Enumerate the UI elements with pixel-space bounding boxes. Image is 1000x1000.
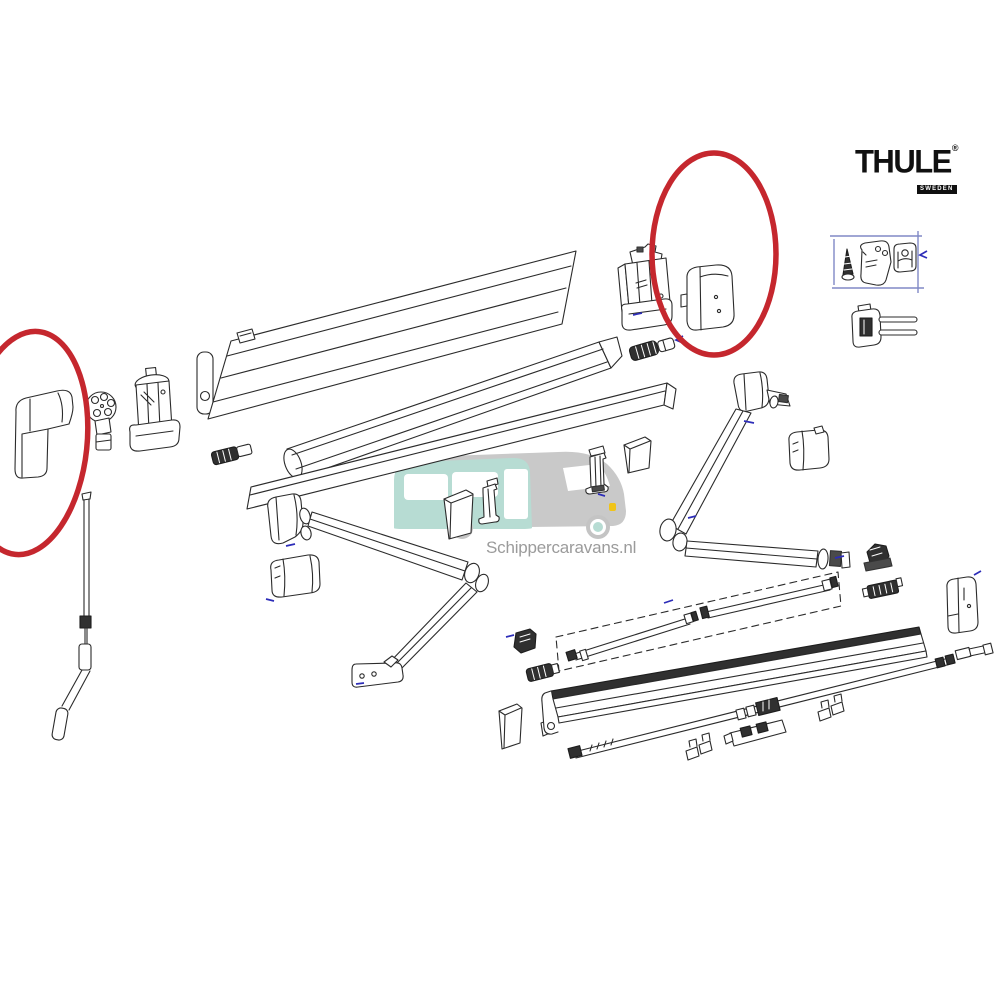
highlight-left-end-cap (0, 328, 91, 558)
spline-adapter-right (628, 337, 676, 361)
crank-handle (51, 491, 92, 741)
crank-knob (85, 391, 117, 451)
left-spring-arm (267, 493, 489, 688)
caravan-indicator (609, 503, 616, 511)
support-rod (567, 642, 994, 759)
caravan-door (504, 469, 528, 519)
ribbed-roller-part (525, 663, 560, 682)
roller-tube (283, 336, 623, 479)
arm-cover-cap-right (788, 425, 830, 471)
right-rail-end-cap (946, 576, 979, 634)
rail-clamp-pair-1 (685, 732, 713, 761)
bracket-icon (893, 242, 917, 273)
black-rail-clamp (513, 628, 537, 654)
gearbox-left (129, 366, 181, 452)
highlight-ellipses (0, 150, 779, 558)
wall-clip-2 (585, 445, 609, 495)
rafter-clamp-plate (723, 719, 787, 747)
spline-adapter-left (210, 443, 253, 466)
dashed-selection-box (555, 571, 842, 672)
watermark-text: Schippercaravans.nl (486, 538, 636, 557)
cone-fastener-icon (841, 248, 855, 281)
fork-pin-bracket (851, 303, 918, 348)
wall-clip-1 (478, 477, 500, 525)
callout-box (830, 231, 924, 293)
left-end-cap (14, 389, 74, 479)
fabric-lead-flap (246, 382, 677, 510)
thule-logo: THULE ® SWEDEN (855, 143, 975, 195)
tension-rafter-rod-1 (565, 610, 699, 662)
arm-cover-cap-left (270, 554, 321, 598)
cassette-case-profile (196, 250, 577, 420)
highlight-right-end-cap (649, 150, 779, 358)
right-spring-arm (659, 371, 851, 570)
mounting-plate-sheet-1 (443, 489, 474, 540)
caravan-window-1 (404, 474, 448, 500)
thule-logo-text: THULE (855, 143, 952, 180)
mounting-plate-icon (860, 240, 892, 286)
rail-clamp-pair-2 (817, 693, 845, 722)
lead-rail (541, 626, 928, 735)
rail-slider (861, 577, 904, 599)
right-end-cap (680, 264, 735, 331)
mounting-plate-sheet-3 (498, 703, 523, 750)
registered-trademark-symbol: ® (951, 143, 959, 153)
black-bracket (863, 543, 893, 572)
thule-country-tag: SWEDEN (917, 184, 957, 194)
mounting-plate-sheet-2 (623, 436, 652, 474)
tension-rafter-rod-2 (699, 575, 839, 620)
